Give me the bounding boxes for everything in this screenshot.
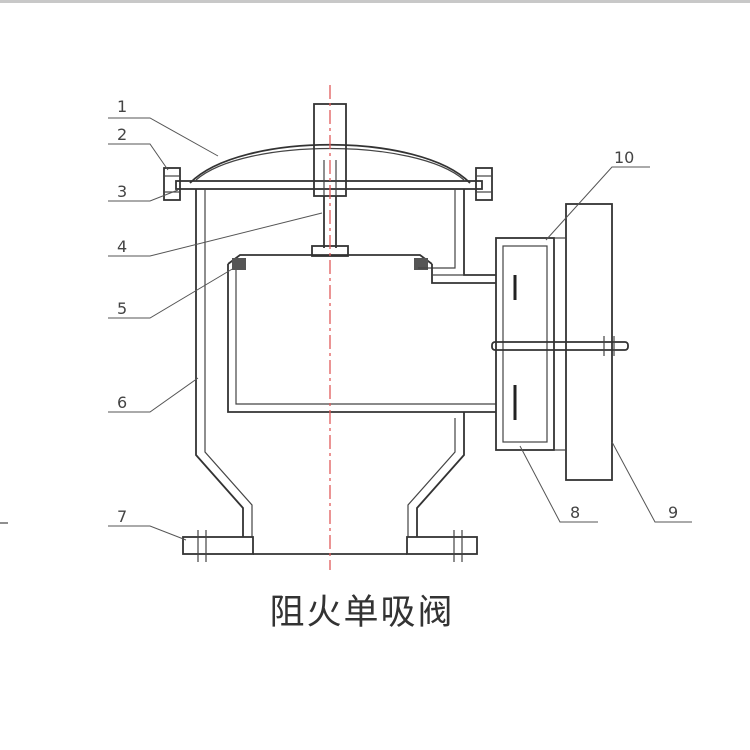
part-label-7: 7 bbox=[117, 507, 127, 526]
outer-body-right-lower bbox=[416, 412, 465, 537]
tie-rod bbox=[491, 341, 629, 351]
part-label-3: 3 bbox=[117, 182, 127, 201]
leader-5 bbox=[108, 267, 235, 319]
disc-seal-left bbox=[232, 258, 246, 270]
bolt-right bbox=[475, 167, 493, 201]
arrester-housing bbox=[495, 237, 555, 451]
part-label-1: 1 bbox=[117, 97, 127, 116]
part-label-5: 5 bbox=[117, 299, 127, 318]
diagram-caption: 阻火单吸阀 bbox=[269, 593, 455, 633]
part-label-6: 6 bbox=[117, 393, 127, 412]
inner-chamber bbox=[227, 264, 496, 413]
bottom-flange-left bbox=[182, 536, 254, 555]
leader-4 bbox=[108, 212, 323, 257]
leader-8 bbox=[519, 445, 598, 523]
bolt-left bbox=[163, 167, 181, 201]
part-label-8: 8 bbox=[570, 503, 580, 522]
arrester-core bbox=[502, 245, 548, 443]
leader-2 bbox=[108, 143, 169, 171]
outer-body-right-upper bbox=[463, 189, 496, 276]
part-label-9: 9 bbox=[668, 503, 678, 522]
leader-1 bbox=[108, 117, 219, 157]
leader-3 bbox=[108, 189, 179, 202]
disc-seal-right bbox=[414, 258, 428, 270]
frame-top-border bbox=[0, 0, 750, 3]
leader-9 bbox=[611, 441, 692, 523]
leader-10 bbox=[545, 166, 650, 241]
part-label-4: 4 bbox=[117, 237, 127, 256]
cover-flange bbox=[175, 180, 483, 190]
leader-7 bbox=[108, 525, 187, 541]
part-label-2: 2 bbox=[117, 125, 127, 144]
part-label-10: 10 bbox=[614, 148, 634, 167]
bottom-flange-right bbox=[406, 536, 478, 555]
outer-body-left bbox=[195, 189, 244, 537]
leader-6 bbox=[108, 377, 199, 413]
